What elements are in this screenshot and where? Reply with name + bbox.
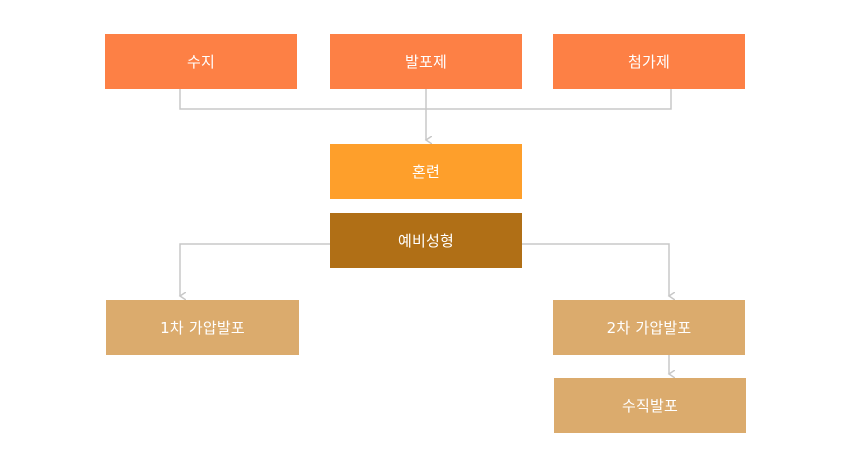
node-additive: 첨가제 (553, 34, 745, 89)
node-resin-label: 수지 (186, 53, 215, 71)
node-foaming-agent: 발포제 (330, 34, 522, 89)
node-foaming-agent-label: 발포제 (404, 53, 447, 71)
node-vertical-foaming-label: 수직발포 (621, 397, 678, 415)
node-first-pressure-foaming: 1차 가압발포 (106, 300, 299, 355)
connector-preforming-to-first (180, 243, 330, 296)
node-kneading-label: 혼련 (411, 163, 440, 181)
node-preforming: 예비성형 (330, 213, 522, 268)
node-second-pressure-foaming-label: 2차 가압발포 (606, 319, 692, 337)
node-resin: 수지 (105, 34, 297, 89)
node-first-pressure-foaming-label: 1차 가압발포 (160, 319, 245, 337)
node-preforming-label: 예비성형 (397, 232, 454, 250)
connector-inputs-merge (179, 89, 672, 140)
node-additive-label: 첨가제 (627, 53, 670, 71)
node-kneading: 혼련 (330, 144, 522, 199)
node-vertical-foaming: 수직발포 (554, 378, 746, 433)
node-second-pressure-foaming: 2차 가압발포 (553, 300, 745, 355)
connector-preforming-to-second (522, 243, 669, 296)
